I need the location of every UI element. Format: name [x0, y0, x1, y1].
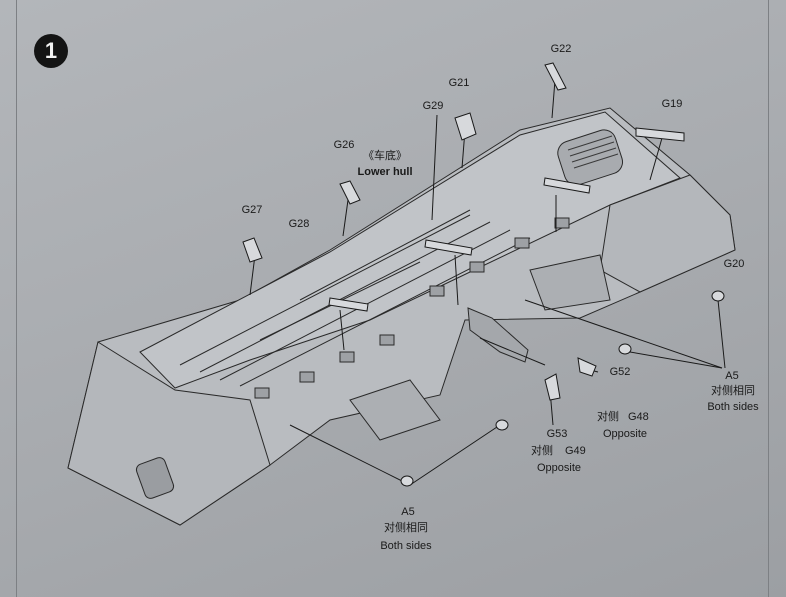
part-g21 — [454, 112, 477, 141]
hull-side-box — [349, 379, 441, 441]
part-a5-right-inner — [618, 343, 632, 355]
part-label-g48: G48 — [628, 411, 649, 423]
part-label-g27: G27 — [241, 204, 263, 216]
part-label-g19: G19 — [661, 98, 683, 110]
leader-lines — [249, 79, 726, 486]
part-label-g52: G52 — [609, 366, 631, 378]
hull-title-en: Lower hull — [357, 166, 413, 178]
part-a5-left-inner — [495, 419, 509, 431]
part-g19 — [635, 127, 685, 142]
part-label-g29: G29 — [422, 100, 444, 112]
part-a5-right — [711, 290, 725, 302]
note-opposite-en-g49: Opposite — [536, 462, 582, 474]
part-label-g53: G53 — [546, 428, 568, 440]
note-opposite-en-g48: Opposite — [602, 428, 648, 440]
part-g29 — [424, 239, 473, 256]
part-g48-bracket — [467, 307, 529, 363]
part-label-g21: G21 — [448, 77, 470, 89]
note-both-sides-en-left: Both sides — [380, 540, 432, 552]
note-opposite-cn-g48: 对侧 — [597, 411, 619, 423]
part-g52 — [577, 357, 597, 377]
suspension-mounts — [254, 217, 570, 399]
part-label-g28: G28 — [288, 218, 310, 230]
part-g27 — [242, 237, 263, 263]
part-label-g49: G49 — [565, 445, 586, 457]
page-fold-line — [768, 0, 769, 597]
engine-grille — [557, 129, 624, 186]
note-both-sides-cn-right: 对侧相同 — [711, 385, 755, 397]
hull-side-box — [529, 254, 611, 311]
part-label-a5-left: A5 — [401, 506, 415, 518]
part-g24 — [543, 177, 591, 194]
page-fold-line — [16, 0, 17, 597]
note-opposite-cn-g49: 对侧 — [531, 445, 553, 457]
glacis-hatch — [135, 457, 175, 499]
note-both-sides-cn-left: 对侧相同 — [384, 522, 428, 534]
hull-title-cn: 《车底》 — [363, 150, 407, 162]
note-both-sides-en-right: Both sides — [707, 401, 759, 413]
part-label-a5-right: A5 — [725, 370, 739, 382]
step-number-badge: 1 — [34, 34, 68, 68]
part-g22 — [544, 62, 567, 91]
part-a5-left — [400, 475, 414, 487]
part-label-g20: G20 — [723, 258, 745, 270]
front-plate — [67, 341, 271, 526]
part-g26 — [339, 180, 361, 205]
part-label-g26: G26 — [333, 139, 355, 151]
grille-slots — [567, 135, 619, 169]
part-g28 — [328, 297, 369, 312]
part-label-g22: G22 — [550, 43, 572, 55]
part-g53 — [544, 373, 561, 401]
